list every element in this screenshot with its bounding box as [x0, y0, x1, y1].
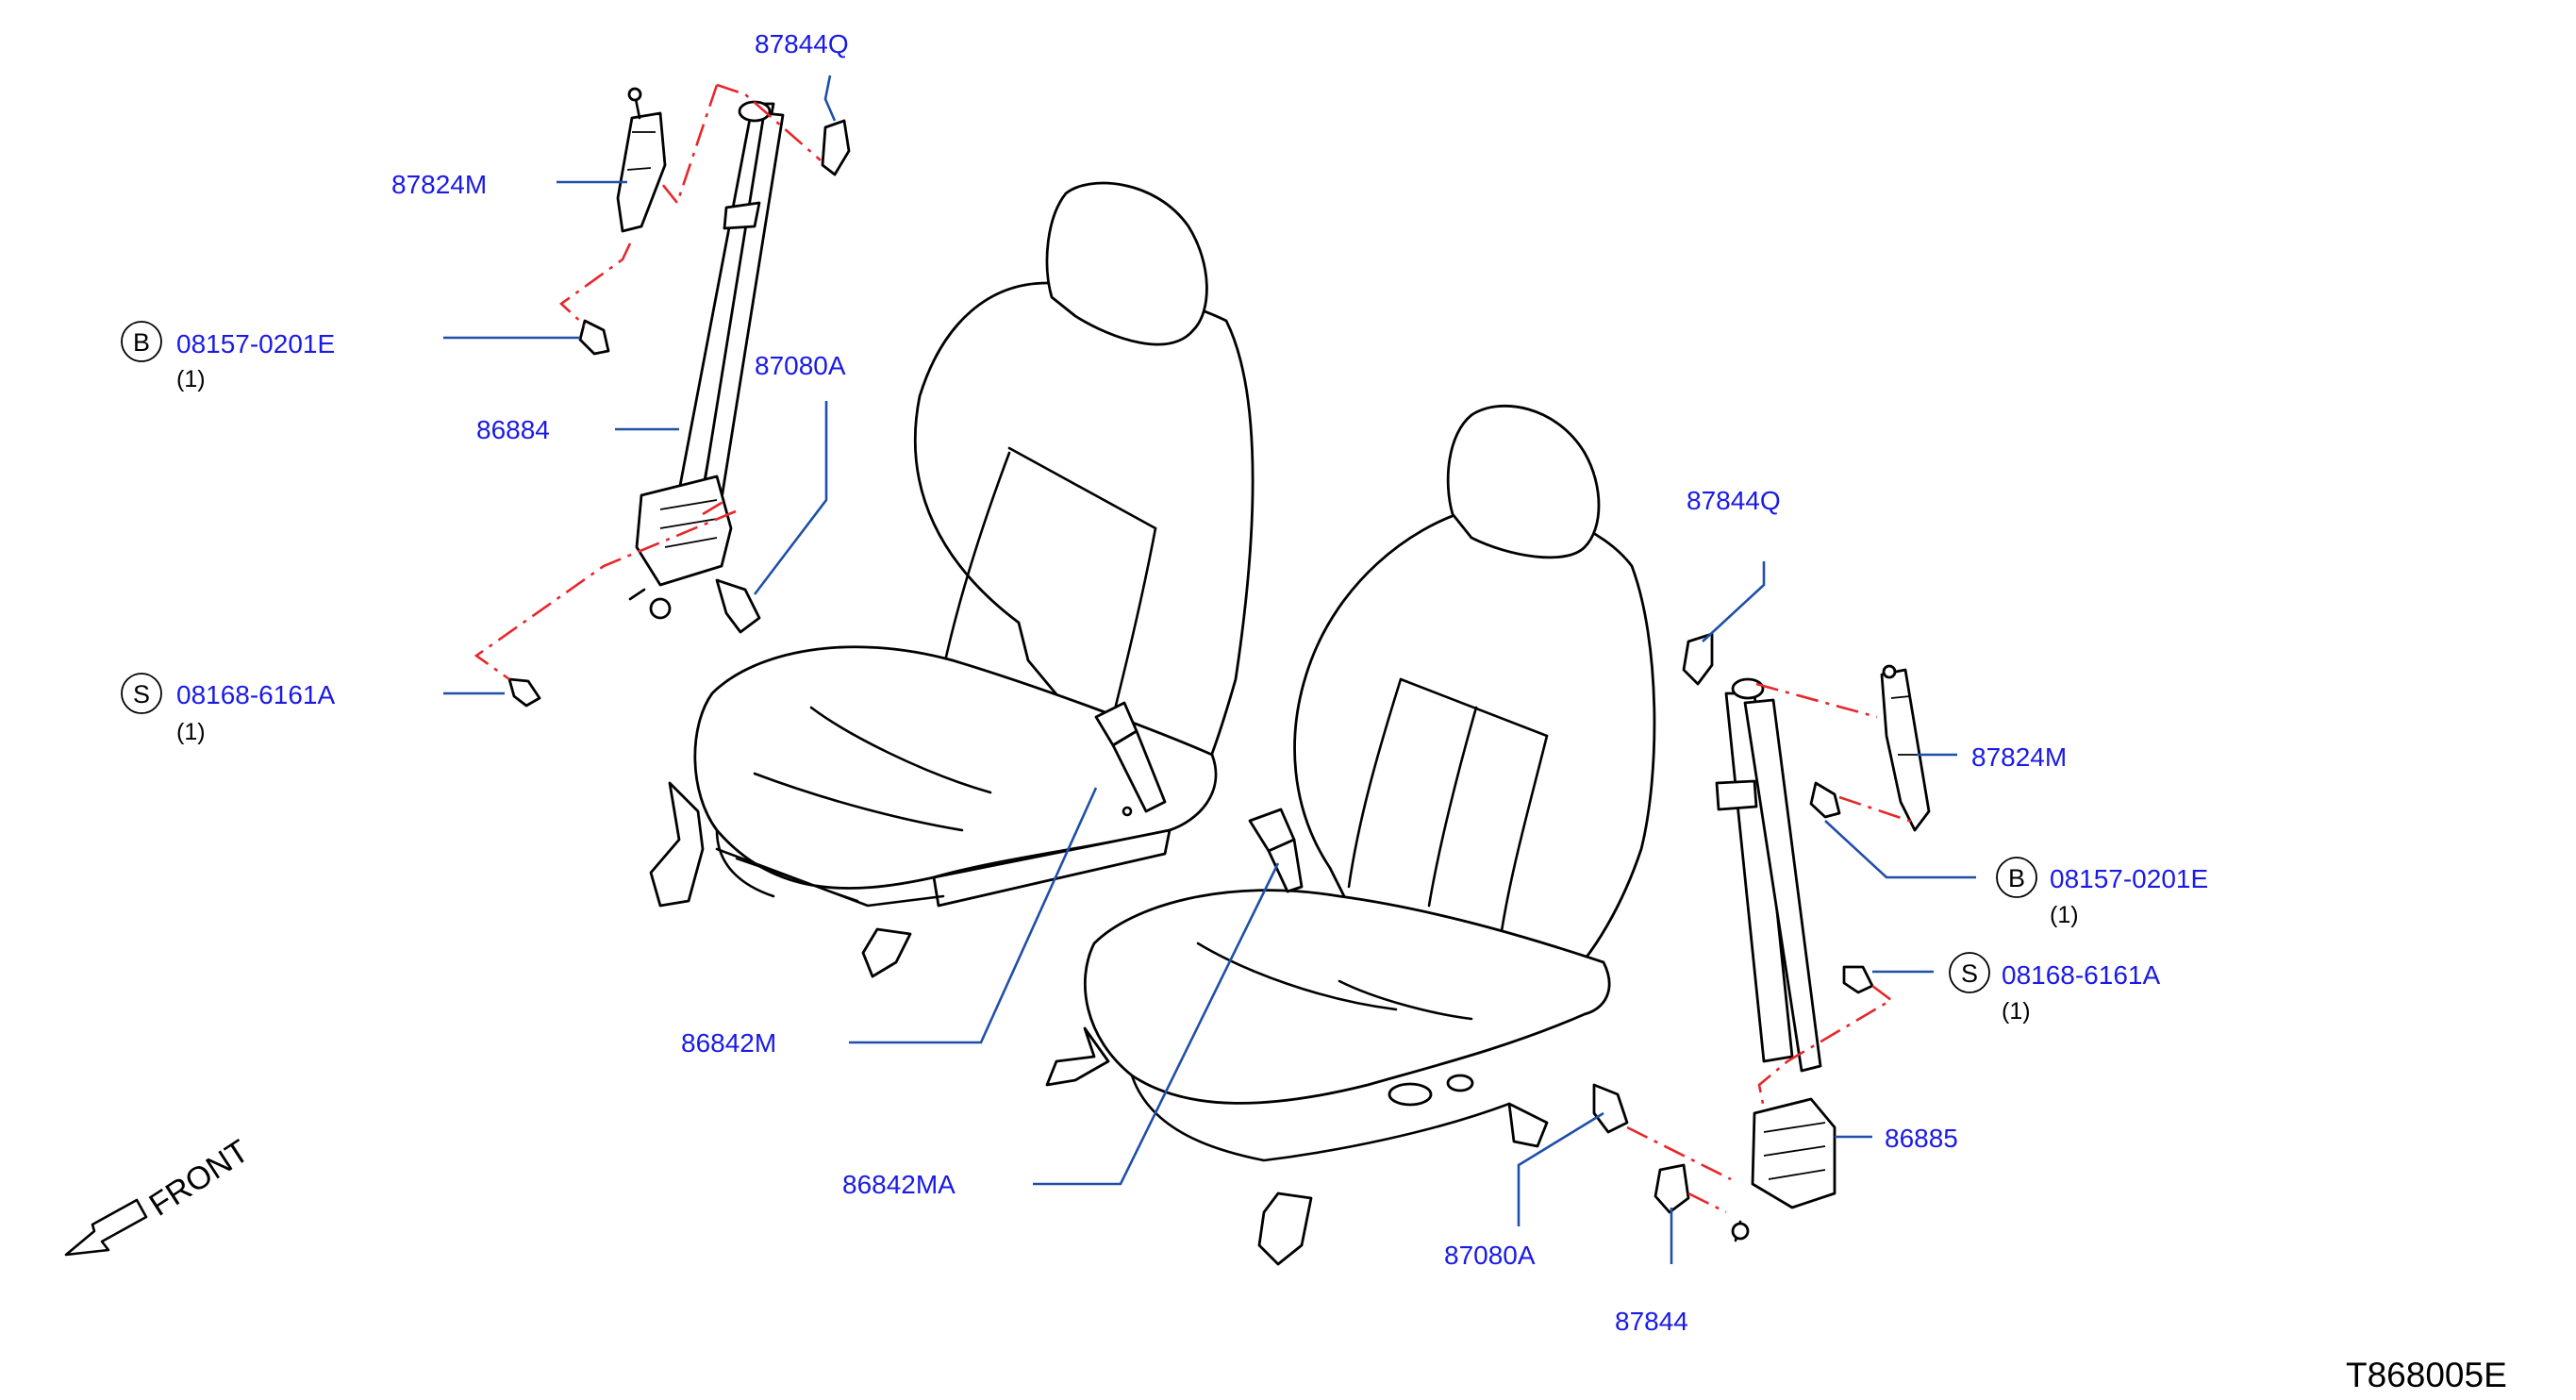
part-label-86884: 86884	[476, 415, 550, 444]
part-label-87824M-right: 87824M	[1971, 742, 2067, 772]
bolt-mark-circle-left	[121, 321, 162, 362]
bolt-mark-circle-right	[1996, 857, 2037, 898]
qty-label-08157-left: (1)	[176, 366, 206, 392]
qty-label-08168-right: (1)	[2002, 998, 2031, 1025]
part-labels: 87844Q 87824M 08157-0201E (1) 87080A 868…	[176, 29, 2208, 1336]
screw-mark-circle-right	[1949, 952, 1990, 993]
bolt-mark-right: B	[2008, 864, 2025, 892]
part-label-87844: 87844	[1615, 1307, 1688, 1336]
part-label-08168-left: 08168-6161A	[176, 680, 335, 709]
right-seat-belt-assembly	[1592, 632, 1931, 1242]
part-label-86842M: 86842M	[681, 1028, 776, 1058]
front-label: FRONT	[143, 1133, 256, 1224]
leader-lines	[443, 75, 1976, 1264]
part-label-87080A-right: 87080A	[1444, 1241, 1536, 1270]
qty-label-08168-left: (1)	[176, 719, 206, 745]
bolt-mark-left: B	[133, 328, 150, 357]
part-label-08168-right: 08168-6161A	[2002, 960, 2160, 990]
screw-mark-circle-left	[121, 673, 162, 714]
screw-mark-right: S	[1961, 959, 1978, 988]
part-label-87844Q-right: 87844Q	[1687, 486, 1781, 515]
part-label-86842MA: 86842MA	[842, 1170, 956, 1199]
part-label-08157-right: 08157-0201E	[2050, 864, 2208, 893]
part-label-87080A-left: 87080A	[755, 351, 846, 380]
assembly-lines	[474, 83, 1916, 1214]
circled-marks: B S B S	[121, 321, 2037, 993]
left-seat-belt-assembly	[507, 87, 851, 708]
part-label-87824M-left: 87824M	[391, 170, 487, 199]
drawing-number: T868005E	[2346, 1356, 2507, 1394]
qty-label-08157-right: (1)	[2050, 902, 2079, 928]
part-label-86885: 86885	[1885, 1124, 1958, 1153]
front-arrow: FRONT	[64, 1133, 256, 1257]
screw-mark-left: S	[133, 680, 150, 708]
left-seat-drawing	[649, 181, 1255, 978]
part-label-08157-left: 08157-0201E	[176, 329, 335, 358]
right-seat-drawing	[1045, 404, 1656, 1266]
part-label-87844Q-left: 87844Q	[755, 29, 849, 58]
